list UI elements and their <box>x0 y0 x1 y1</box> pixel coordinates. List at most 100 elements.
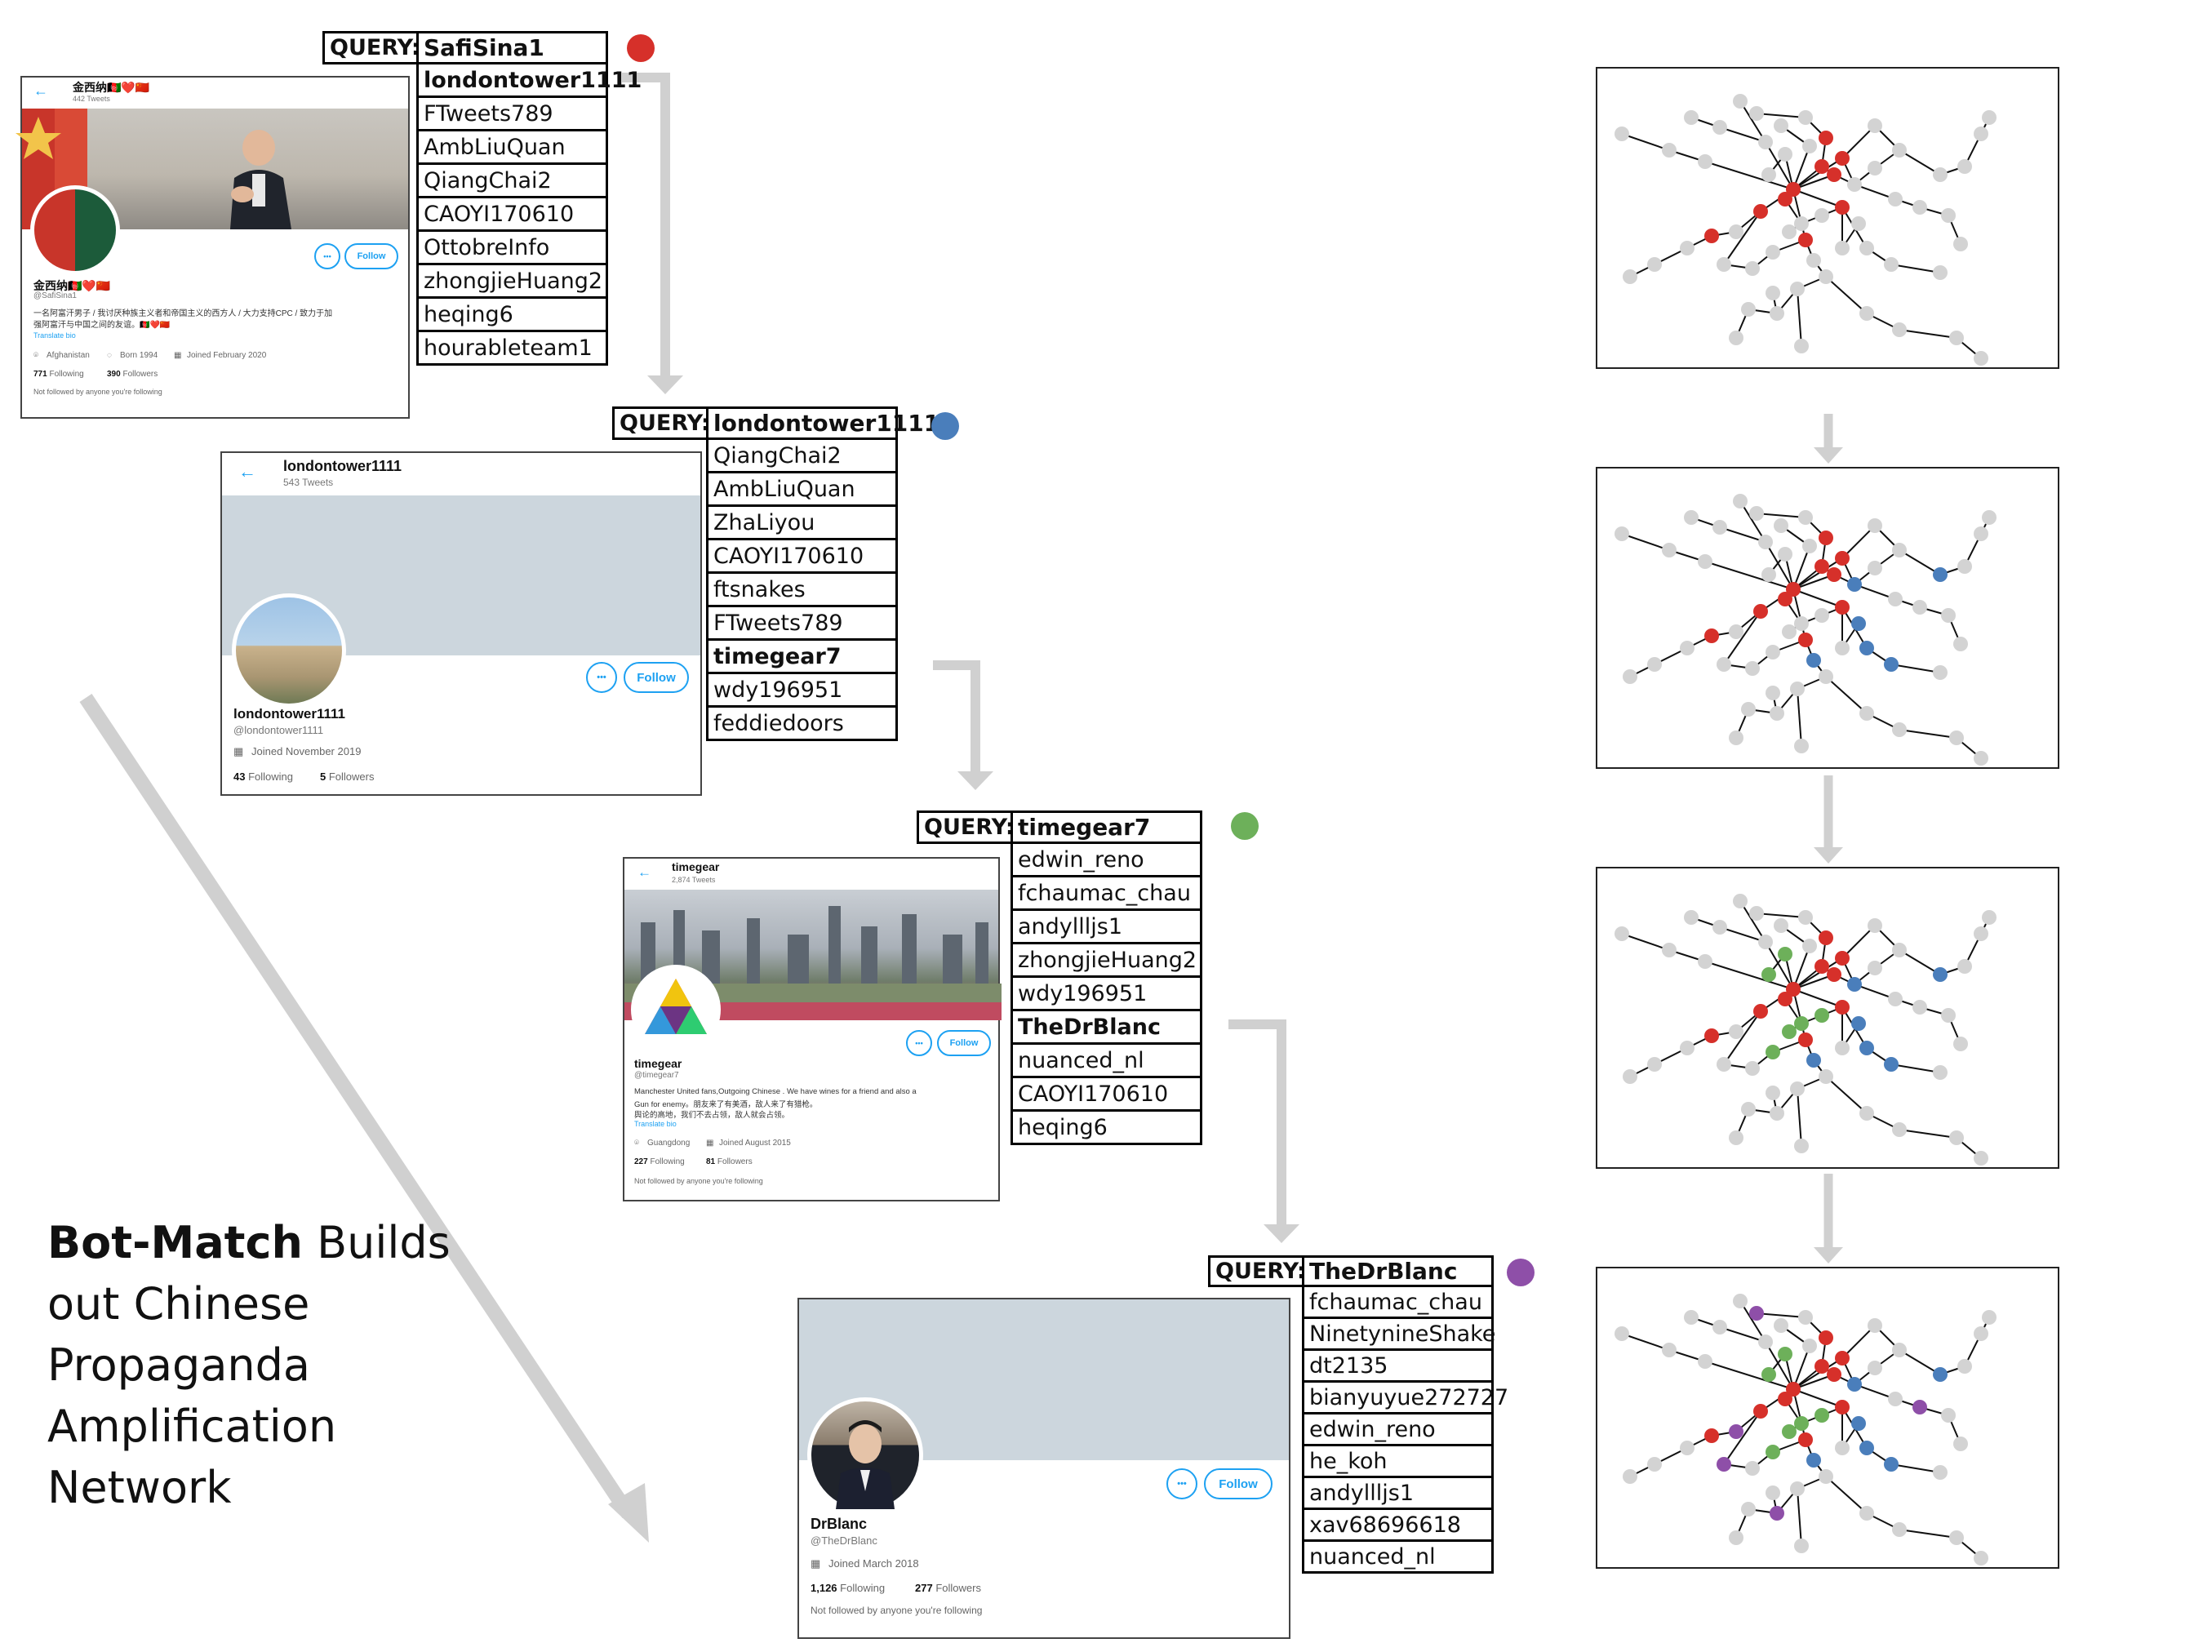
network-node <box>1774 118 1788 133</box>
result-account: zhongjieHuang2 <box>419 265 606 299</box>
network-node <box>1859 1441 1874 1455</box>
followers-count[interactable]: 81 Followers <box>706 1157 753 1166</box>
network-edge <box>1792 1357 1843 1390</box>
result-account: ZhaLiyou <box>708 507 895 540</box>
network-node <box>1733 94 1748 109</box>
followers-count[interactable]: 390 Followers <box>107 370 158 379</box>
network-node <box>1827 167 1841 182</box>
network-node <box>1884 1057 1899 1072</box>
network-node <box>1758 1334 1773 1349</box>
network-node <box>1733 1294 1748 1308</box>
network-node <box>1647 1057 1662 1072</box>
follow-button[interactable]: Follow <box>1204 1468 1273 1499</box>
profile-location: Afghanistan <box>47 351 90 360</box>
more-options-button[interactable]: ••• <box>1166 1468 1197 1499</box>
location-pin-icon: ⌾ <box>634 1139 639 1148</box>
network-node <box>1982 510 1997 525</box>
network-node <box>1753 1004 1768 1019</box>
network-node <box>1790 1081 1805 1096</box>
network-node <box>1698 1354 1712 1369</box>
network-node <box>1892 143 1907 158</box>
following-count[interactable]: 771 Following <box>33 370 84 379</box>
more-options-button[interactable]: ••• <box>314 243 340 269</box>
profile-handle: @TheDrBlanc <box>811 1534 877 1547</box>
network-node <box>1819 131 1833 145</box>
followers-count[interactable]: 5 Followers <box>320 770 375 783</box>
following-count[interactable]: 227 Following <box>634 1157 685 1166</box>
network-node <box>1806 253 1821 268</box>
network-node <box>1766 1045 1780 1059</box>
network-node <box>1868 1361 1882 1375</box>
network-edge <box>1765 941 1794 990</box>
network-edge <box>1797 688 1802 747</box>
network-node <box>1859 641 1874 655</box>
network-node <box>1741 1102 1756 1117</box>
result-account: dt2135 <box>1304 1351 1491 1383</box>
back-arrow-icon[interactable]: ← <box>238 461 256 482</box>
network-node <box>1662 543 1677 557</box>
network-node <box>1774 1318 1788 1333</box>
network-node <box>1749 906 1764 921</box>
query-label: QUERY: <box>612 406 710 440</box>
network-node <box>1778 992 1792 1006</box>
network-node <box>1835 1000 1850 1015</box>
follow-button[interactable]: Follow <box>624 662 689 693</box>
network-node <box>1806 653 1821 668</box>
network-node <box>1698 954 1712 969</box>
network-node <box>1974 526 1988 541</box>
network-edge <box>1841 125 1876 159</box>
network-edge <box>1621 533 1670 551</box>
network-node <box>1782 1424 1797 1439</box>
network-node <box>1698 154 1712 169</box>
network-node <box>1698 554 1712 569</box>
back-arrow-icon[interactable]: ← <box>33 82 48 99</box>
network-edge <box>1899 1129 1957 1139</box>
result-account: edwin_reno <box>1013 844 1200 877</box>
profile-avatar[interactable] <box>631 965 721 1055</box>
followers-count[interactable]: 277 Followers <box>915 1582 981 1594</box>
network-node <box>1814 159 1829 174</box>
profile-avatar[interactable] <box>807 1397 923 1513</box>
network-node <box>1790 1481 1805 1496</box>
follow-button[interactable]: Follow <box>344 243 398 269</box>
network-node <box>1806 1053 1821 1068</box>
network-node <box>1884 657 1899 672</box>
banner-photo <box>16 109 291 229</box>
network-edge <box>1621 1333 1670 1351</box>
profile-avatar[interactable] <box>30 185 120 275</box>
more-options-button[interactable]: ••• <box>906 1030 932 1056</box>
network-node <box>1847 977 1862 992</box>
network-node <box>1819 1330 1833 1345</box>
translate-bio-link[interactable]: Translate bio <box>33 331 76 340</box>
profile-bio-line1: 一名阿富汗男子 / 我讨厌种族主义者和帝国主义的西方人 / 大力支持CPC / … <box>33 309 333 318</box>
network-edge <box>1899 549 1941 575</box>
network-node <box>1859 1106 1874 1121</box>
title-line-1: Bot-Match Builds <box>47 1217 451 1268</box>
calendar-icon: ▦ <box>706 1139 714 1148</box>
back-arrow-icon[interactable]: ← <box>637 864 651 880</box>
network-edge <box>1792 945 1810 990</box>
network-node <box>1729 731 1743 745</box>
network-node <box>1949 1530 1964 1545</box>
network-node <box>1704 1028 1719 1043</box>
profile-display-name: 金西纳🇦🇫❤️🇨🇳 <box>33 279 111 292</box>
translate-bio-link[interactable]: Translate bio <box>634 1120 677 1128</box>
network-node <box>1662 143 1677 158</box>
network-node <box>1982 110 1997 125</box>
result-account: nuanced_nl <box>1304 1542 1491 1574</box>
network-edge <box>1792 588 1843 608</box>
network-node <box>1814 1359 1829 1374</box>
following-count[interactable]: 43 Following <box>233 770 294 783</box>
network-node <box>1835 1441 1850 1455</box>
network-node <box>1814 208 1829 223</box>
more-options-button[interactable]: ••• <box>586 662 617 693</box>
network-node <box>1623 1469 1637 1484</box>
profile-avatar[interactable] <box>232 593 346 708</box>
network-node <box>1868 118 1882 133</box>
follow-button[interactable]: Follow <box>937 1030 991 1056</box>
profile-bio-line1: Manchester United fans,Outgoing Chinese … <box>634 1087 917 1096</box>
network-node <box>1892 943 1907 957</box>
result-list: londontower1111 FTweets789 AmbLiuQuan Qi… <box>416 64 642 366</box>
network-node <box>1884 1457 1899 1472</box>
following-count[interactable]: 1,126 Following <box>811 1582 886 1594</box>
